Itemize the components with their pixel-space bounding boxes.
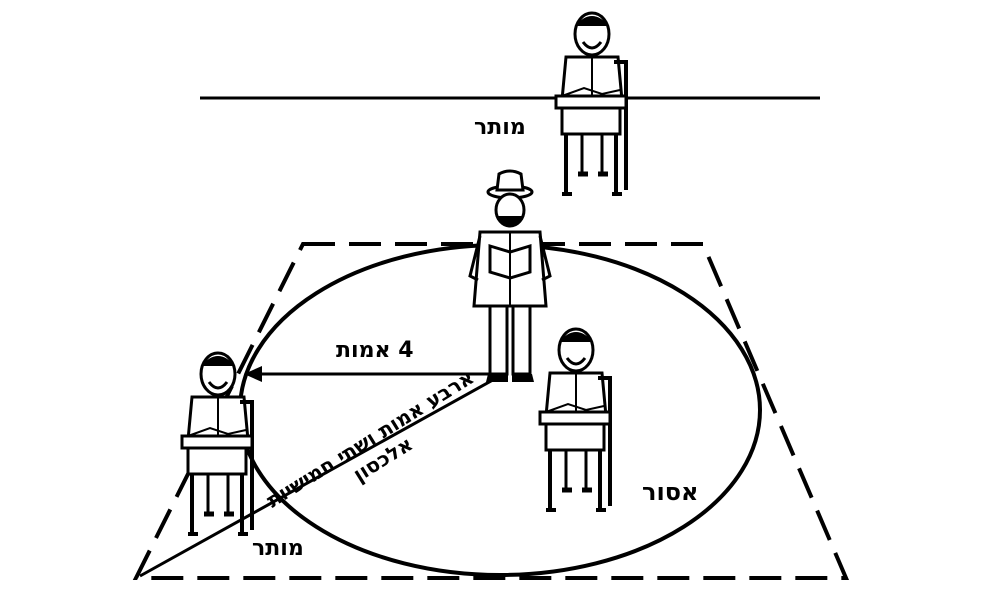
label-allowed-outside: מותר: [474, 115, 526, 140]
label-allowed-corner: מותר: [252, 536, 304, 561]
label-forbidden: אסור: [642, 478, 699, 506]
standing-man-praying-icon: [468, 169, 552, 382]
seated-man-at-desk-icon: [540, 329, 610, 510]
label-four-amot: 4 אמות: [336, 338, 414, 363]
seated-man-at-desk-icon: [182, 353, 252, 534]
dashed-square: [132, 242, 850, 580]
radius-arrowhead: [244, 366, 262, 382]
diagonal-line: [139, 374, 501, 578]
seated-man-at-desk-icon: [556, 13, 626, 194]
